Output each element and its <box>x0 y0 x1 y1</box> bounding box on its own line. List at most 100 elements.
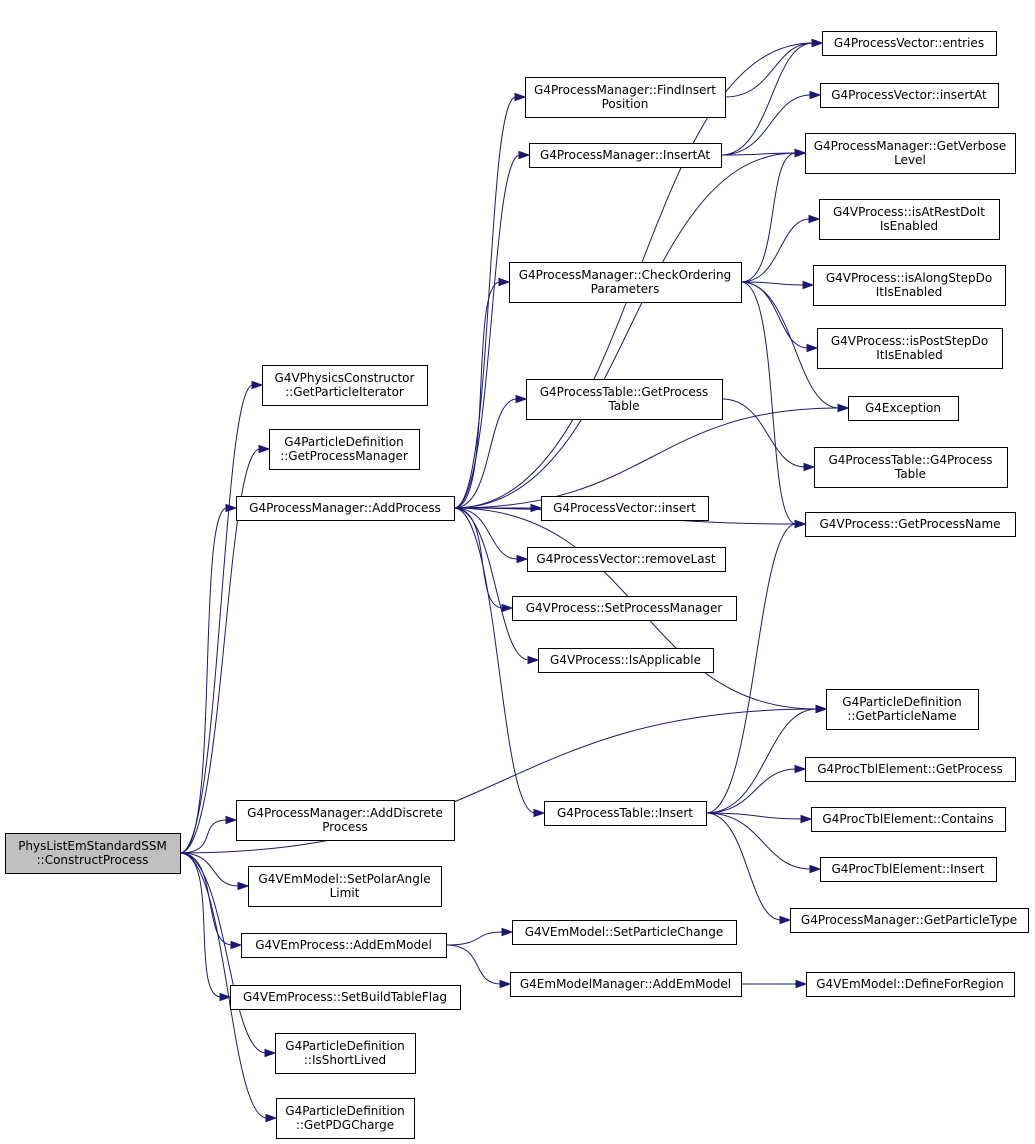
node-label-line: G4ProcessVector::insertAt <box>831 88 987 102</box>
arrowhead-g4vprocess-getprocessname <box>794 519 807 529</box>
node-g4vprocess-isapplicable[interactable]: G4VProcess::IsApplicable <box>538 648 714 673</box>
arrowhead-g4vemprocess-addemmodel <box>230 940 243 950</box>
node-g4processvector-insert[interactable]: G4ProcessVector::insert <box>541 496 709 521</box>
node-g4processmanager-insertat[interactable]: G4ProcessManager::InsertAt <box>529 143 722 168</box>
node-label-line: Limit <box>330 886 360 900</box>
edge-physlistemstandardssm-constructprocess-to-g4processmanager-adddiscreteprocess <box>179 819 228 854</box>
node-label-line: Table <box>607 399 639 413</box>
node-label-line: G4ProcTblElement::GetProcess <box>817 762 1003 776</box>
node-g4proctblelement-getprocess[interactable]: G4ProcTblElement::GetProcess <box>805 757 1016 782</box>
node-g4vprocess-setprocessmanager[interactable]: G4VProcess::SetProcessManager <box>512 596 737 621</box>
node-g4exception[interactable]: G4Exception <box>848 396 959 421</box>
node-box <box>820 83 999 108</box>
node-box <box>805 757 1016 782</box>
edge-g4processmanager-addprocess-to-g4vprocess-setprocessmanager <box>453 507 504 609</box>
edge-g4processtable-insert-to-g4particledefinition-getparticlename <box>705 708 818 814</box>
node-g4particledefinition-getparticlename[interactable]: G4ParticleDefinition::GetParticleName <box>826 689 979 730</box>
node-label-line: G4ProcTblElement::Insert <box>831 862 984 876</box>
arrowhead-g4vphysicsconstructor-getparticleiterator <box>251 380 264 390</box>
edge-g4processmanager-insertat-to-g4processvector-entries <box>720 42 814 156</box>
edge-g4processmanager-checkorderingparameters-to-g4vprocess-getprocessname <box>740 281 797 525</box>
edge-physlistemstandardssm-constructprocess-to-g4vphysicsconstructor-getparticleiterator <box>179 384 254 854</box>
edge-g4processtable-insert-to-g4proctblelement-insert <box>705 812 812 870</box>
node-g4vemprocess-setbuildtableflag[interactable]: G4VEmProcess::SetBuildTableFlag <box>230 985 461 1010</box>
arrowhead-g4vemmodel-setpolaranglelimit <box>237 881 250 891</box>
arrowhead-g4vemprocess-setbuildtableflag <box>219 992 232 1002</box>
edge-physlistemstandardssm-constructprocess-to-g4particledefinition-getpdgcharge <box>179 852 268 1119</box>
node-label-line: G4ProcessManager::AddProcess <box>249 501 441 515</box>
edge-physlistemstandardssm-constructprocess-to-g4particledefinition-isshortlived <box>179 852 267 1054</box>
edge-g4processmanager-checkorderingparameters-to-g4vprocess-isalongstepdoitisenabled <box>740 281 805 286</box>
edge-physlistemstandardssm-constructprocess-to-g4processmanager-addprocess <box>179 507 228 854</box>
node-g4vprocess-getprocessname[interactable]: G4VProcess::GetProcessName <box>805 512 1016 537</box>
node-box <box>5 833 181 874</box>
node-box <box>541 496 709 521</box>
node-label-line: G4VProcess::GetProcessName <box>819 517 1000 531</box>
arrowhead-g4particledefinition-getpdgcharge <box>265 1113 278 1123</box>
node-box <box>538 648 714 673</box>
node-box <box>236 496 455 521</box>
edge-g4processmanager-addprocess-to-g4processtable-insert <box>453 507 536 814</box>
arrowhead-g4processvector-entries <box>811 38 824 48</box>
node-label-line: ::GetParticleIterator <box>285 385 404 399</box>
node-g4processtable-insert[interactable]: G4ProcessTable::Insert <box>544 801 707 826</box>
node-g4processmanager-checkorderingparameters[interactable]: G4ProcessManager::CheckOrderingParameter… <box>509 262 742 303</box>
node-g4processvector-entries[interactable]: G4ProcessVector::entries <box>822 31 997 56</box>
edge-g4processmanager-addprocess-to-g4exception <box>453 407 840 509</box>
node-box <box>529 143 722 168</box>
arrowhead-g4processmanager-insertat <box>518 150 531 160</box>
edge-g4processtable-getprocesstable-to-g4processtable-g4processtable <box>721 398 806 468</box>
node-g4proctblelement-contains[interactable]: G4ProcTblElement::Contains <box>811 807 1006 832</box>
node-g4processtable-g4processtable[interactable]: G4ProcessTable::G4ProcessTable <box>814 447 1008 488</box>
node-g4particledefinition-isshortlived[interactable]: G4ParticleDefinition::IsShortLived <box>275 1033 416 1074</box>
node-label-line: Position <box>602 97 649 111</box>
node-box <box>512 920 737 945</box>
node-box <box>275 1033 416 1074</box>
arrowhead-g4vprocess-ispoststepdoitisenabled <box>806 343 819 353</box>
node-label-line: ItIsEnabled <box>876 348 943 362</box>
edge-g4processmanager-findinsertposition-to-g4processvector-entries <box>724 42 814 98</box>
arrowhead-g4processmanager-getverboselevel <box>794 148 807 158</box>
node-g4vemprocess-addemmodel[interactable]: G4VEmProcess::AddEmModel <box>241 933 447 958</box>
node-label-line: G4VProcess::isPostStepDo <box>831 334 988 348</box>
edge-physlistemstandardssm-constructprocess-to-g4vemprocess-addemmodel <box>179 852 233 946</box>
function-nodes: PhysListEmStandardSSM::ConstructProcessG… <box>5 31 1029 1139</box>
node-g4emmodelmanager-addemmodel[interactable]: G4EmModelManager::AddEmModel <box>510 972 742 997</box>
node-box <box>230 985 461 1010</box>
node-g4processvector-removelast[interactable]: G4ProcessVector::removeLast <box>527 547 726 572</box>
edge-g4processmanager-addprocess-to-g4processmanager-checkorderingparameters <box>453 281 501 509</box>
node-g4particledefinition-getprocessmanager[interactable]: G4ParticleDefinition::GetProcessManager <box>269 429 420 470</box>
node-box <box>813 265 1006 306</box>
node-g4particledefinition-getpdgcharge[interactable]: G4ParticleDefinition::GetPDGCharge <box>276 1098 415 1139</box>
node-label-line: G4VProcess::isAtRestDoIt <box>833 205 985 219</box>
node-g4vemmodel-setparticlechange[interactable]: G4VEmModel::SetParticleChange <box>512 920 737 945</box>
node-label-line: G4VEmProcess::AddEmModel <box>255 938 432 952</box>
node-g4vemmodel-defineforregion[interactable]: G4VEmModel::DefineForRegion <box>806 972 1015 997</box>
node-label-line: G4VEmModel::SetParticleChange <box>525 925 724 939</box>
node-box <box>509 262 742 303</box>
node-label-line: Table <box>894 467 926 481</box>
edge-g4processmanager-addprocess-to-g4processvector-removelast <box>453 507 519 560</box>
node-label-line: G4ProcessManager::GetParticleType <box>801 913 1017 927</box>
node-g4proctblelement-insert[interactable]: G4ProcTblElement::Insert <box>820 857 997 882</box>
node-g4processmanager-addprocess[interactable]: G4ProcessManager::AddProcess <box>236 496 455 521</box>
node-label-line: G4EmModelManager::AddEmModel <box>520 977 731 991</box>
node-label-line: Process <box>322 820 368 834</box>
arrowhead-g4vprocess-isatrestdoitisenabled <box>808 214 821 224</box>
node-box <box>848 396 959 421</box>
node-physlistemstandardssm-constructprocess[interactable]: PhysListEmStandardSSM::ConstructProcess <box>5 833 181 874</box>
node-box <box>512 596 737 621</box>
arrowhead-g4processvector-insert <box>530 503 543 513</box>
node-g4processvector-insertat[interactable]: G4ProcessVector::insertAt <box>820 83 999 108</box>
node-g4vphysicsconstructor-getparticleiterator[interactable]: G4VPhysicsConstructor::GetParticleIterat… <box>262 365 428 406</box>
node-label-line: Level <box>894 153 926 167</box>
node-g4processmanager-getparticletype[interactable]: G4ProcessManager::GetParticleType <box>790 908 1029 933</box>
